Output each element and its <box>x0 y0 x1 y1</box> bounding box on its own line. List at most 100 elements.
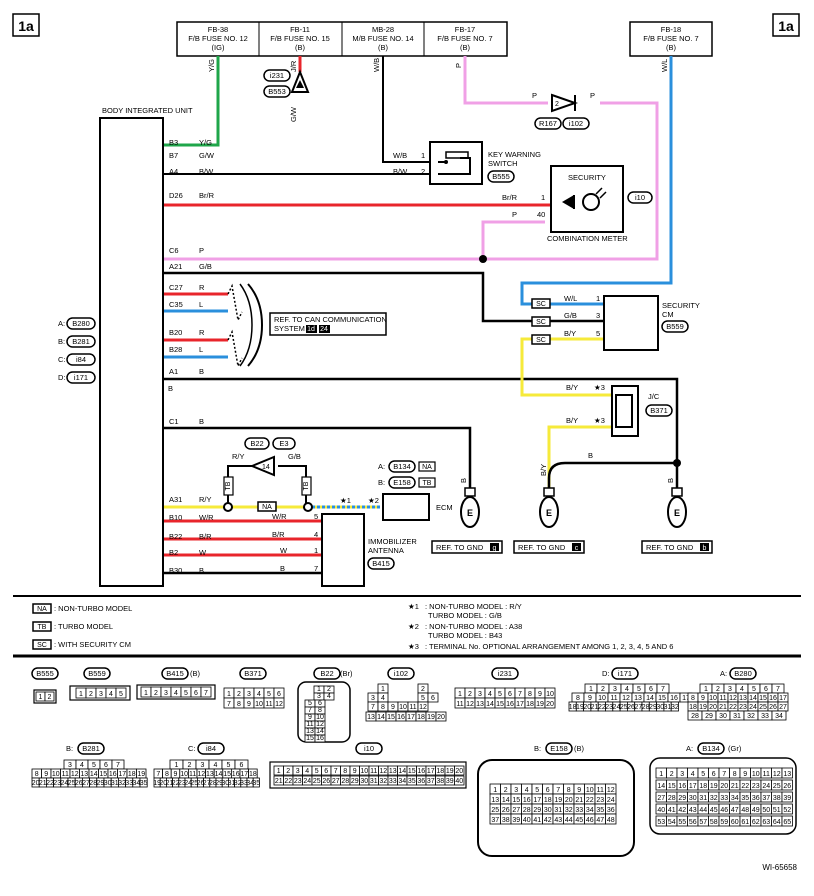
svg-text:★3: ★3 <box>408 642 419 651</box>
svg-text:★3: ★3 <box>594 383 605 392</box>
pin-cell <box>781 767 793 779</box>
pin-number: 2 <box>286 768 290 775</box>
pin-number: 39 <box>512 817 520 824</box>
pin-number: 10 <box>586 787 594 794</box>
pin-number: 8 <box>35 771 39 778</box>
pin-number: 5 <box>421 695 425 702</box>
pin-number: 23 <box>294 778 302 785</box>
pin-number: 37 <box>491 817 499 824</box>
bcu-wire-label: B/R <box>199 532 212 541</box>
wire-a1 <box>163 377 679 490</box>
pin-number: 16 <box>670 695 678 702</box>
pin-number: 14 <box>377 714 385 721</box>
pin-number: 26 <box>502 807 510 814</box>
pin-number: 65 <box>783 819 791 826</box>
pin-number: 4 <box>525 787 529 794</box>
pin-number: 11 <box>306 721 313 728</box>
pin-number: 21 <box>275 778 283 785</box>
svg-text:: TERMINAL No. OPTIONAL ARRANG: : TERMINAL No. OPTIONAL ARRANGEMENT AMON… <box>425 642 673 651</box>
pin-number: 3 <box>680 771 684 778</box>
ground-ref-box <box>513 540 585 554</box>
pin-number: 12 <box>622 695 630 702</box>
svg-text:1: 1 <box>541 193 545 202</box>
pin-number: 26 <box>322 778 330 785</box>
connector-view-label: B559 <box>88 669 106 678</box>
svg-text:J/C: J/C <box>648 392 660 401</box>
pin-number: 14 <box>646 695 654 702</box>
pin-number: 17 <box>689 783 697 790</box>
svg-text:P: P <box>590 91 595 100</box>
svg-text:★1: ★1 <box>340 496 351 505</box>
pin-number: 29 <box>215 780 223 787</box>
pin-number: 1 <box>659 771 663 778</box>
svg-text:FB-11: FB-11 <box>290 25 310 34</box>
wire-p-loop <box>163 101 659 261</box>
pin-number: 31 <box>370 778 378 785</box>
pin-number: 16 <box>769 695 777 702</box>
pin-number: 4 <box>80 762 84 769</box>
pin-number: 36 <box>607 807 615 814</box>
ground-ref-code-box <box>490 543 499 551</box>
pin-number: 28 <box>668 795 676 802</box>
connector-view-tag <box>83 667 111 680</box>
pin-number: 38 <box>773 795 781 802</box>
pin-number: 5 <box>227 762 231 769</box>
pin-number: 7 <box>116 762 120 769</box>
connector-tag-i10: i10 <box>627 191 653 204</box>
pin-number: 23 <box>178 780 186 787</box>
svg-text:i102: i102 <box>569 119 583 128</box>
pin-number: 4 <box>305 768 309 775</box>
label-jr: J/R <box>289 60 298 72</box>
pin-number: 17 <box>682 695 690 702</box>
fuse-mb28: MB-28 M/B FUSE NO. 14 (B) <box>352 25 413 52</box>
pin-number: 11 <box>189 771 196 778</box>
pin-number: 26 <box>627 704 635 711</box>
pin-number: 27 <box>82 780 90 787</box>
pin-number: 32 <box>710 795 718 802</box>
pin-number: 22 <box>46 780 54 787</box>
pin-number: 29 <box>533 807 541 814</box>
bcu-pin-b10: B10 <box>169 513 182 522</box>
pin-number: 33 <box>761 713 769 720</box>
pin-number: 10 <box>255 701 263 708</box>
pin-number: 10 <box>752 771 760 778</box>
connector-view-label: B415 <box>166 669 184 678</box>
bcu-wire-label: R <box>199 283 205 292</box>
pin-number: 3 <box>371 695 375 702</box>
pin-number: 10 <box>52 771 60 778</box>
svg-text:1: 1 <box>421 151 425 160</box>
pin-number: 2 <box>154 690 158 697</box>
legend-right: ★1 : NON-TURBO MODEL : R/Y TURBO MODEL :… <box>408 602 673 651</box>
pin-number: 35 <box>741 795 749 802</box>
pin-cell <box>200 686 212 698</box>
pin-number: 5 <box>752 686 756 693</box>
pin-number: 34 <box>775 713 783 720</box>
pin-cell <box>273 697 285 709</box>
pin-number: 15 <box>658 695 666 702</box>
pin-number: 14 <box>657 783 665 790</box>
pin-number: 4 <box>381 695 385 702</box>
connector-suffix: (Br) <box>340 669 353 678</box>
pin-number: 18 <box>689 704 697 711</box>
pin-number: 8 <box>733 771 737 778</box>
pin-number: 2 <box>48 694 52 701</box>
pin-number: 32 <box>565 807 573 814</box>
pin-number: 20 <box>546 701 554 708</box>
wire-c1 <box>163 426 472 490</box>
svg-text:B371: B371 <box>650 406 668 415</box>
pin-number: 8 <box>165 771 169 778</box>
connector-view-tag <box>239 667 267 680</box>
bcu-pin-b20: B20 <box>169 328 182 337</box>
pin-number: 4 <box>109 691 113 698</box>
pin-number: 12 <box>419 704 427 711</box>
pin-number: 22 <box>586 797 594 804</box>
bcu-pin-b3: B3 <box>169 138 178 147</box>
svg-text:40: 40 <box>537 210 545 219</box>
svg-text:NA: NA <box>422 464 432 471</box>
